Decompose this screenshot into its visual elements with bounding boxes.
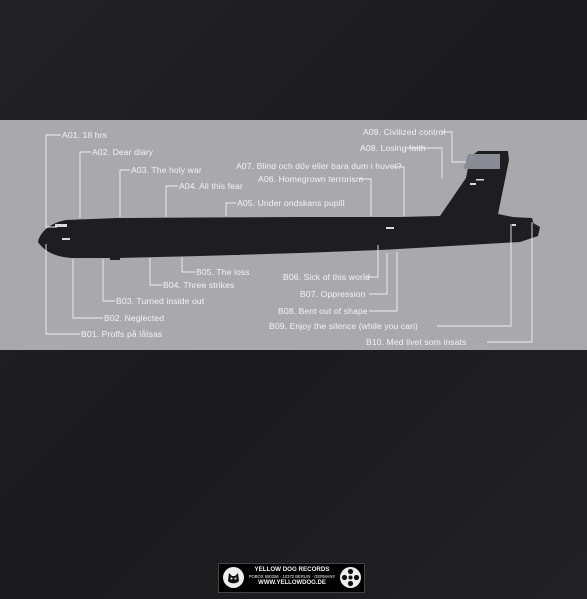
track-a03-label: A03. The holy war: [131, 165, 202, 175]
track-b09-label: B09. Enjoy the silence (while you can): [269, 321, 419, 331]
record-label-footer: YELLOW DOG RECORDS POBOX 550256 · 10372 …: [218, 563, 365, 593]
track-b05-label: B05. The loss: [196, 267, 250, 277]
label-name: YELLOW DOG RECORDS: [254, 566, 330, 573]
label-url[interactable]: WWW.YELLOWDOG.DE: [258, 579, 326, 586]
track-a07-label: A07. Blind och döv eller bara dum i huve…: [236, 161, 402, 171]
track-a04-label: A04. All this fear: [179, 181, 243, 191]
track-a05-label: A05. Under ondskans pupill: [237, 198, 345, 208]
track-b06-label: B06. Sick of this world: [283, 272, 370, 282]
track-a06-label: A06. Homegrown terrorism: [258, 174, 364, 184]
aircraft-details: [55, 179, 516, 240]
track-b02-label: B02. Neglected: [104, 313, 165, 323]
track-a09-label: A09. Civilized control: [363, 127, 446, 137]
aircraft-diagram: [38, 131, 540, 343]
bomber-aircraft-silhouette: [38, 151, 540, 260]
dog-logo-icon: [223, 567, 244, 588]
label-text-block: YELLOW DOG RECORDS POBOX 550256 · 10372 …: [247, 566, 337, 587]
track-b08-label: B08. Bent out of shape: [278, 306, 368, 316]
label-address: POBOX 550256 · 10372 BERLIN · GERMANY: [248, 573, 336, 579]
track-b01-label: B01. Proffs på låtsas: [81, 329, 163, 339]
tail-window: [463, 154, 500, 169]
film-reel-icon: [340, 567, 361, 588]
track-a02-label: A02. Dear diary: [92, 147, 154, 157]
track-b07-label: B07. Oppression: [300, 289, 366, 299]
track-a08-label: A08. Losing faith: [360, 143, 426, 153]
track-a01-label: A01. 18 hrs: [62, 130, 108, 140]
track-b10-label: B10. Med livet som insats: [366, 337, 467, 347]
track-b03-label: B03. Turned inside out: [116, 296, 205, 306]
leader-lines: [45, 131, 533, 343]
track-b04-label: B04. Three strikes: [163, 280, 235, 290]
